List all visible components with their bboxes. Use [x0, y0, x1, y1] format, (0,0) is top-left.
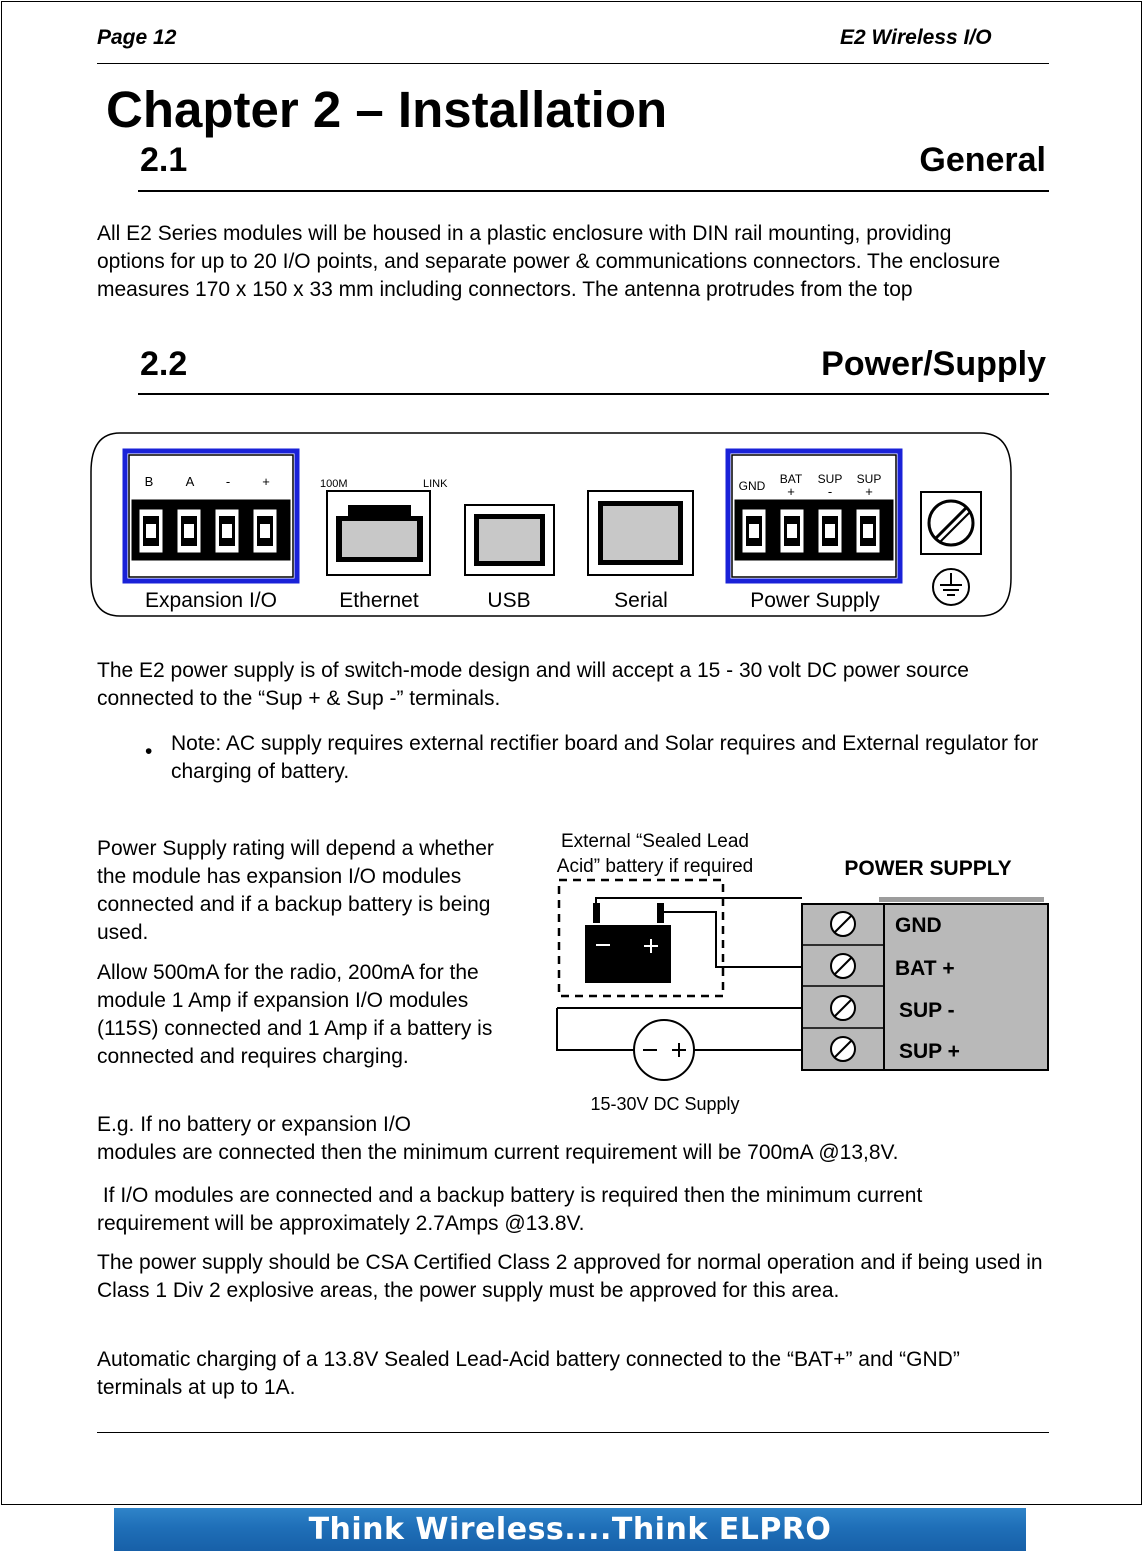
document-title: E2 Wireless I/O: [840, 26, 992, 49]
power-terminal-sign: -: [828, 484, 832, 499]
power-terminal-sign: +: [865, 484, 873, 499]
power-terminal-sign: +: [787, 484, 795, 499]
expansion-terminal-label: B: [145, 474, 154, 489]
expansion-terminal-label: -: [226, 474, 230, 489]
terminal-label-sup-plus: SUP +: [899, 1040, 960, 1063]
front-panel-diagram: B A - + 100M LINK GND BAT SUP: [90, 432, 1012, 617]
serial-port-icon: [587, 490, 694, 576]
terminal-label-gnd: GND: [895, 914, 942, 937]
section-title: General: [919, 141, 1046, 179]
note-paragraph: Note: AC supply requires external rectif…: [171, 732, 1039, 783]
section-rule: [138, 393, 1049, 395]
io-modules-paragraph: If I/O modules are connected and a backu…: [97, 1184, 929, 1235]
dc-supply-caption: 15-30V DC Supply: [590, 1094, 739, 1114]
general-paragraph: All E2 Series modules will be housed in …: [97, 222, 1001, 301]
ethernet-label: Ethernet: [339, 589, 419, 612]
power-wiring-diagram: External “Sealed Lead Acid” battery if r…: [556, 831, 1049, 1114]
expansion-terminal-label: +: [262, 474, 270, 489]
example-paragraph-start: E.g. If no battery or expansion I/O: [97, 1113, 412, 1136]
power-terminal-label: GND: [739, 479, 766, 493]
charging-paragraph: Automatic charging of a 13.8V Sealed Lea…: [97, 1348, 960, 1399]
power-terminal-label: SUP: [857, 472, 882, 486]
header-rule: [97, 63, 1049, 64]
earth-screw-icon: [920, 491, 982, 555]
power-terminal-block: [734, 499, 894, 561]
section-title: Power/Supply: [821, 345, 1046, 383]
battery-caption: Acid” battery if required: [557, 856, 753, 877]
page-number: Page 12: [97, 26, 177, 49]
section-number: 2.1: [140, 141, 188, 179]
rating-paragraph: Power Supply rating will depend a whethe…: [97, 837, 494, 944]
footer-banner: Think Wireless....Think ELPRO: [114, 1508, 1026, 1551]
terminal-label-bat: BAT +: [895, 957, 955, 980]
usb-port-icon: [464, 504, 555, 576]
ethernet-speed-label: 100M: [320, 478, 348, 490]
chapter-title: Chapter 2 – Installation: [106, 81, 668, 138]
example-paragraph-end: modules are connected then the minimum c…: [97, 1141, 899, 1164]
expansion-terminal-label: A: [186, 474, 195, 489]
footer-rule: [97, 1432, 1049, 1433]
ethernet-link-label: LINK: [423, 478, 448, 490]
serial-label: Serial: [614, 589, 668, 612]
allowance-paragraph: Allow 500mA for the radio, 200mA for the…: [97, 961, 493, 1068]
battery-icon: [585, 903, 671, 983]
ethernet-port-icon: [326, 490, 431, 576]
csa-paragraph: The power supply should be CSA Certified…: [97, 1251, 1043, 1302]
terminal-screw-icon: [830, 911, 856, 1062]
battery-caption: External “Sealed Lead: [561, 831, 749, 852]
dc-supply-icon: [633, 1019, 695, 1081]
power-terminal-label: SUP: [818, 472, 843, 486]
usb-label: USB: [487, 589, 530, 612]
power-terminal-label: BAT: [780, 472, 803, 486]
expansion-terminal-block: [131, 499, 291, 561]
power-supply-label: Power Supply: [750, 589, 880, 612]
power-supply-paragraph: The E2 power supply is of switch-mode de…: [97, 659, 969, 710]
power-supply-title: POWER SUPPLY: [844, 857, 1011, 880]
ground-symbol-icon: [932, 568, 970, 606]
section-number: 2.2: [140, 345, 188, 383]
bullet-icon: •: [145, 740, 153, 763]
page-frame: [1, 1, 1142, 1505]
expansion-io-label: Expansion I/O: [145, 589, 277, 612]
section-rule: [138, 190, 1049, 192]
terminal-label-sup-minus: SUP -: [899, 999, 955, 1022]
